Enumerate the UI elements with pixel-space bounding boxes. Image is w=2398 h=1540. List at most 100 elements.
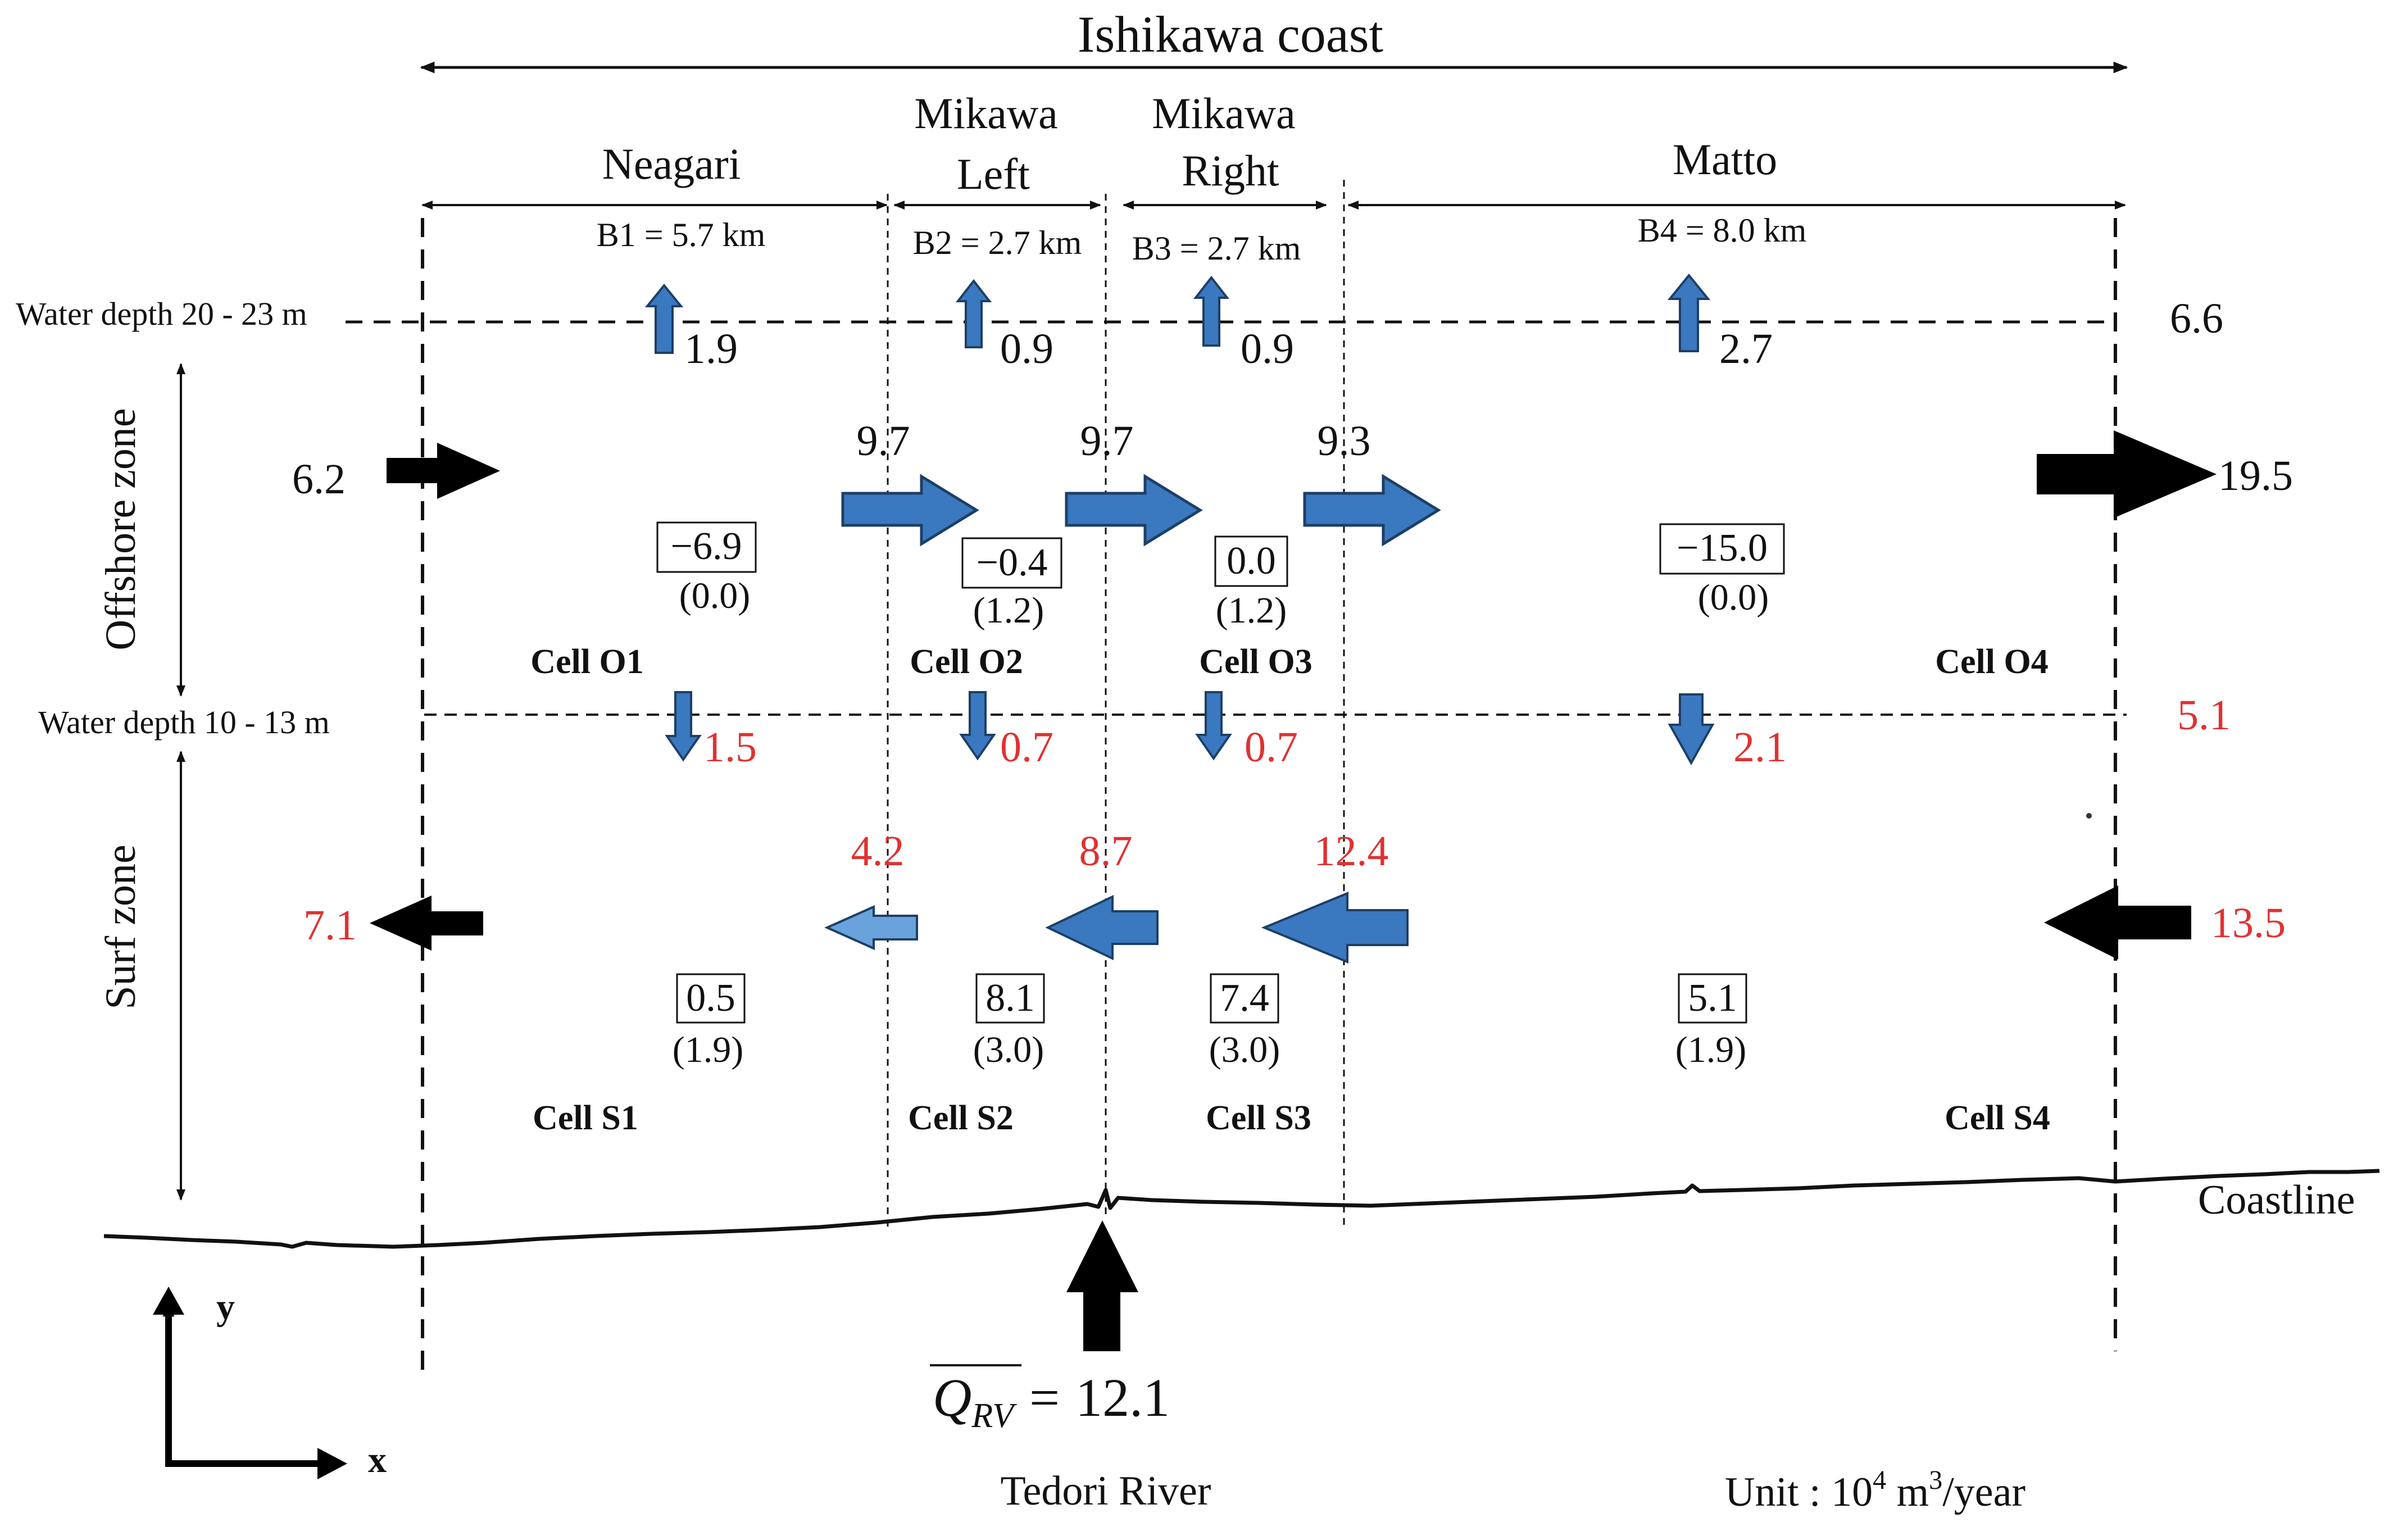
river-equals: = xyxy=(1029,1368,1060,1428)
cross-shore-value-3: 0.7 xyxy=(1245,724,1298,771)
cell-o4-change-box xyxy=(1659,523,1785,575)
surf-transport-arrow-3 xyxy=(1261,892,1409,964)
cross-shore-arrow-3 xyxy=(1195,691,1232,761)
cross-shore-arrow-2 xyxy=(959,691,996,761)
y-axis-label: y xyxy=(216,1287,235,1328)
offshore-loss-value-1: 1.9 xyxy=(684,325,738,372)
surf-transport-value-1: 4.2 xyxy=(851,828,905,875)
cell-s2-change-box xyxy=(975,973,1045,1024)
region-neagari-width: B1 = 5.7 km xyxy=(597,216,766,253)
cell-s2-change: 8.1 xyxy=(985,976,1035,1020)
offshore-transport-value-1: 9.7 xyxy=(857,417,910,465)
unit-prefix: Unit : 10 xyxy=(1725,1469,1873,1515)
river-discharge: QRV=12.1 xyxy=(933,1368,1170,1435)
offshore-loss-total: 6.6 xyxy=(2170,295,2223,342)
cell-s4-change-box xyxy=(1678,973,1747,1024)
depth-lower-label: Water depth 10 - 13 m xyxy=(38,704,330,741)
cross-shore-value-4: 2.1 xyxy=(1733,724,1787,771)
surf-outflow-value: 7.1 xyxy=(303,902,357,949)
x-axis-head xyxy=(317,1448,347,1479)
unit-label: Unit : 104 m3/year xyxy=(1725,1465,2025,1515)
cross-shore-arrow-4 xyxy=(1668,693,1715,766)
depth-upper-label: Water depth 20 - 23 m xyxy=(16,296,307,332)
cell-s2-name: Cell S2 xyxy=(908,1099,1014,1137)
unit-exp2: 3 xyxy=(1929,1465,1942,1495)
cell-o1-paren: (0.0) xyxy=(679,575,750,616)
offshore-transport-value-3: 9.3 xyxy=(1318,417,1371,465)
river-subscript: RV xyxy=(971,1397,1017,1435)
cell-s3-paren: (3.0) xyxy=(1209,1029,1280,1070)
cell-o2-paren: (1.2) xyxy=(973,590,1044,631)
offshore-loss-value-4: 2.7 xyxy=(1719,325,1773,372)
offshore-loss-arrow-4 xyxy=(1667,273,1711,352)
surf-transport-arrow-1 xyxy=(824,905,918,951)
unit-mid: m xyxy=(1886,1469,1929,1515)
cell-o2-name: Cell O2 xyxy=(910,643,1023,681)
cross-shore-value-1: 1.5 xyxy=(703,724,757,771)
diagram-title: Ishikawa coast xyxy=(1078,6,1384,63)
cell-s4-change: 5.1 xyxy=(1688,976,1737,1020)
surf-inflow-value: 13.5 xyxy=(2211,900,2286,947)
cell-o3-paren: (1.2) xyxy=(1216,590,1287,631)
river-name: Tedori River xyxy=(1001,1468,1211,1514)
cell-o4-name: Cell O4 xyxy=(1935,643,2048,681)
cell-o1-name: Cell O1 xyxy=(530,643,643,681)
offshore-transport-arrow-1 xyxy=(841,474,979,547)
region-matto-width: B4 = 8.0 km xyxy=(1638,212,1807,249)
cell-s3-change-box xyxy=(1210,973,1279,1024)
cell-s3-name: Cell S3 xyxy=(1206,1099,1311,1137)
region-neagari-name: Neagari xyxy=(602,139,741,188)
cross-shore-value-2: 0.7 xyxy=(1000,724,1053,771)
coastline xyxy=(103,1169,2380,1249)
region-matto-name: Matto xyxy=(1673,135,1777,184)
cell-o1-change: −6.9 xyxy=(671,525,742,568)
y-axis-head xyxy=(153,1287,184,1315)
region-mikawa-left-width: B2 = 2.7 km xyxy=(913,224,1082,261)
cell-o1-change-box xyxy=(656,521,757,573)
river-symbol: Q xyxy=(933,1368,971,1428)
cell-o4-paren: (0.0) xyxy=(1698,577,1769,618)
offshore-loss-value-3: 0.9 xyxy=(1241,325,1294,372)
offshore-inflow-arrow xyxy=(387,443,500,499)
surf-transport-value-3: 12.4 xyxy=(1314,828,1389,875)
surf-zone-label: Surf zone xyxy=(97,844,144,1009)
offshore-transport-value-2: 9.7 xyxy=(1080,417,1134,465)
offshore-loss-arrow-2 xyxy=(955,279,992,348)
offshore-inflow-value: 6.2 xyxy=(292,456,346,503)
offshore-transport-arrow-2 xyxy=(1065,474,1203,547)
cell-s3-change: 7.4 xyxy=(1220,976,1269,1020)
river-inflow-arrow xyxy=(1066,1220,1138,1351)
cell-o4-change: −15.0 xyxy=(1677,526,1768,570)
region-mikawa-left-name-line1: Mikawa xyxy=(914,89,1058,138)
x-axis-label: x xyxy=(368,1439,387,1480)
surf-inflow-arrow xyxy=(2044,885,2191,960)
cell-o3-name: Cell O3 xyxy=(1199,643,1312,681)
surf-transport-arrow-2 xyxy=(1045,894,1159,961)
region-mikawa-right-width: B3 = 2.7 km xyxy=(1132,230,1301,267)
unit-suffix: /year xyxy=(1942,1469,2025,1515)
offshore-zone-label: Offshore zone xyxy=(97,408,144,650)
cell-o3-change: 0.0 xyxy=(1227,539,1276,583)
cell-s1-change-box xyxy=(676,973,746,1024)
offshore-loss-value-2: 0.9 xyxy=(1000,325,1053,372)
cell-o3-change-box xyxy=(1214,535,1288,587)
cell-s4-paren: (1.9) xyxy=(1675,1029,1746,1070)
cross-shore-arrow-1 xyxy=(665,691,702,762)
region-mikawa-right-name-line2: Right xyxy=(1182,146,1279,195)
cell-o2-change: −0.4 xyxy=(977,541,1048,584)
offshore-loss-arrow-1 xyxy=(644,283,684,354)
cell-s1-name: Cell S1 xyxy=(533,1099,638,1137)
cell-s1-change: 0.5 xyxy=(686,976,735,1020)
region-mikawa-right-name-line1: Mikawa xyxy=(1152,89,1296,138)
surf-outflow-arrow xyxy=(370,896,483,951)
region-mikawa-left-name-line2: Left xyxy=(957,149,1030,198)
offshore-loss-arrow-3 xyxy=(1193,275,1230,347)
cell-s2-paren: (3.0) xyxy=(973,1029,1044,1070)
cell-s1-paren: (1.9) xyxy=(673,1029,743,1070)
surf-transport-value-2: 8.7 xyxy=(1079,828,1133,875)
unit-exp1: 4 xyxy=(1873,1465,1886,1495)
cell-o2-change-box xyxy=(961,537,1062,589)
cell-s4-name: Cell S4 xyxy=(1945,1099,2050,1137)
offshore-outflow-value: 19.5 xyxy=(2218,452,2293,499)
